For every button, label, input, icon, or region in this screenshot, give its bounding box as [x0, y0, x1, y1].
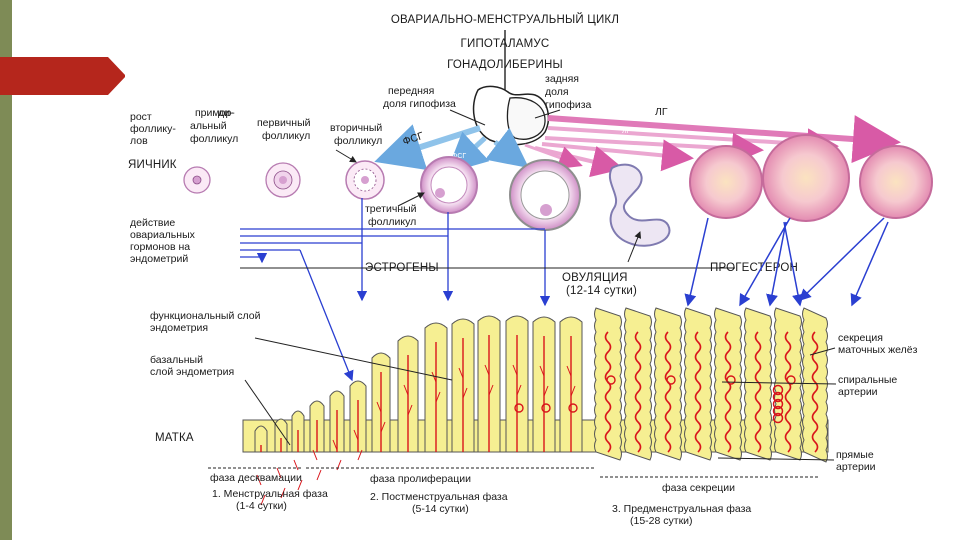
artery-branch — [539, 365, 549, 397]
tertiary-follicle-early — [420, 156, 478, 214]
tertiary-follicle-mature — [509, 159, 581, 231]
posterior-pituitary-label: задняя доля гипофиза — [545, 73, 592, 111]
artery-branch — [566, 365, 576, 397]
artery-coil — [606, 375, 616, 385]
spiral-artery — [694, 331, 702, 453]
artery-branch — [484, 364, 494, 396]
progesterone-label: ПРОГЕСТЕРОН — [710, 262, 798, 274]
straight-pointer — [717, 457, 835, 461]
follicle-growth-label: рост фоллику- лов — [130, 111, 179, 147]
progesterone-arrows — [684, 217, 889, 307]
spiral-artery — [634, 331, 642, 453]
artery-branch — [376, 401, 386, 433]
primary-follicle — [265, 162, 301, 198]
phase-brackets — [208, 467, 818, 478]
straight-arteries-label: прямые артерии — [836, 449, 877, 473]
secondary-pointer — [335, 149, 357, 163]
basal-pointer — [244, 379, 291, 446]
artery-branch — [293, 459, 303, 491]
artery-branch — [431, 371, 441, 403]
postmenstrual-phase-label: 2. Постменструальная фаза (5-14 сутки) — [370, 491, 511, 515]
spiral-artery — [664, 331, 672, 453]
secondary-follicle — [345, 160, 385, 200]
estrogens-label: ЭСТРОГЕНЫ — [365, 262, 439, 274]
artery-coil — [541, 403, 551, 413]
artery-coil — [726, 375, 736, 385]
secretion-phase-label: фаза секреции — [662, 482, 735, 494]
endometrium-fold — [802, 307, 828, 463]
artery-branch — [353, 429, 363, 461]
endometrium-fold — [624, 307, 652, 461]
anterior-pointer — [449, 109, 486, 126]
spiral-coil — [772, 391, 784, 403]
spiral-artery — [754, 331, 762, 453]
spiral-coil — [772, 405, 784, 417]
uterus-label: МАТКА — [155, 432, 194, 444]
primordial-follicle — [183, 166, 211, 194]
premenstrual-phase-label: 3. Предменструальная фаза (15-28 сутки) — [612, 503, 754, 527]
spiral-artery — [604, 331, 612, 453]
spiral-arteries-label: спиральные артерии — [838, 374, 900, 398]
endometrium-fold — [654, 307, 682, 461]
artery-coil — [568, 403, 578, 413]
artery-coil — [786, 375, 796, 385]
endometrium-fold — [684, 307, 712, 461]
posterior-pointer — [534, 109, 561, 119]
artery-branch — [312, 449, 322, 481]
artery-coil — [514, 403, 524, 413]
primary-follicle-label: первичный фолликул — [257, 117, 313, 142]
artery-branch — [276, 467, 286, 499]
endometrium-layer — [242, 307, 829, 506]
diagram-title: ОВАРИАЛЬНО-МЕНСТРУАЛЬНЫЙ ЦИКЛ — [391, 13, 619, 26]
artery-branch — [256, 474, 266, 506]
primordial-follicle-label: примор- ди- альный фолликул — [190, 107, 238, 145]
endometrium-fold — [774, 307, 802, 461]
basal-layer-label: базальный слой эндометрия — [150, 354, 234, 378]
artery-branch — [403, 384, 413, 416]
corpus-luteum-3 — [859, 145, 933, 219]
spiral-artery — [811, 331, 819, 453]
ovulation-pointer — [627, 231, 642, 263]
fsh-small-label: ФСГ — [452, 153, 466, 160]
endometrium-fold — [594, 307, 622, 461]
hormone-action-label: действие овариальных гормонов на эндомет… — [130, 217, 198, 265]
secretion-pointer — [809, 347, 836, 356]
ovulation-label: ОВУЛЯЦИЯ (12-14 сутки) — [562, 272, 637, 297]
ovary-label: ЯИЧНИК — [128, 159, 177, 171]
spiral-pointer — [721, 381, 837, 385]
slide-side-bar — [0, 0, 12, 540]
corpus-luteum-2 — [762, 134, 850, 222]
functional-pointer — [254, 337, 453, 381]
corpus-luteum-1 — [689, 145, 763, 219]
tertiary-pointer — [397, 192, 425, 207]
gland-secretion-label: секреция маточных желёз — [838, 332, 918, 356]
ruptured-follicle — [609, 163, 671, 247]
menstrual-phase-label: 1. Менструальная фаза (1-4 сутки) — [212, 488, 331, 512]
artery-branch — [512, 364, 522, 396]
artery-coil — [666, 375, 676, 385]
spiral-coil — [772, 398, 784, 410]
tertiary-follicle-label: третичный фолликул — [365, 203, 419, 228]
anterior-pituitary-label: передняя доля гипофиза — [383, 85, 456, 110]
secondary-follicle-label: вторичный фолликул — [330, 122, 385, 147]
artery-branch — [458, 367, 468, 399]
endometrium-fold — [254, 425, 268, 453]
lh-small-label: ЛГ — [622, 128, 631, 135]
accent-tab — [0, 57, 126, 95]
spiral-coil — [772, 412, 784, 424]
spiral-artery — [724, 331, 732, 453]
endometrium-fold — [714, 307, 742, 461]
lh-label: ЛГ — [655, 106, 668, 118]
endometrium-fold — [744, 307, 772, 461]
desquamation-phase-label: фаза десквамации — [210, 472, 302, 484]
estrogen-arrows — [240, 198, 551, 382]
functional-layer-label: функциональный слой эндометрия — [150, 310, 263, 334]
proliferation-phase-label: фаза пролиферации — [370, 473, 471, 485]
spiral-artery — [784, 331, 792, 453]
spiral-coil — [772, 384, 784, 396]
